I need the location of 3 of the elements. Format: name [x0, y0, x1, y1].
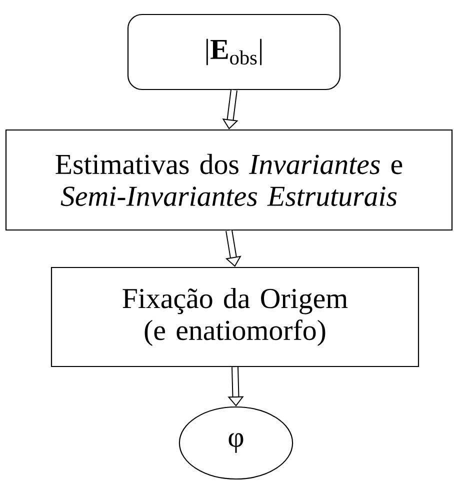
- process-box: Estimativas dos Invariantes e Semi-Invariantes Estruturais: [5, 129, 453, 231]
- start-box: |E$_{obs}$|: [127, 14, 341, 90]
- process-box: Fixação da Origem (e enatiomorfo): [50, 266, 420, 368]
